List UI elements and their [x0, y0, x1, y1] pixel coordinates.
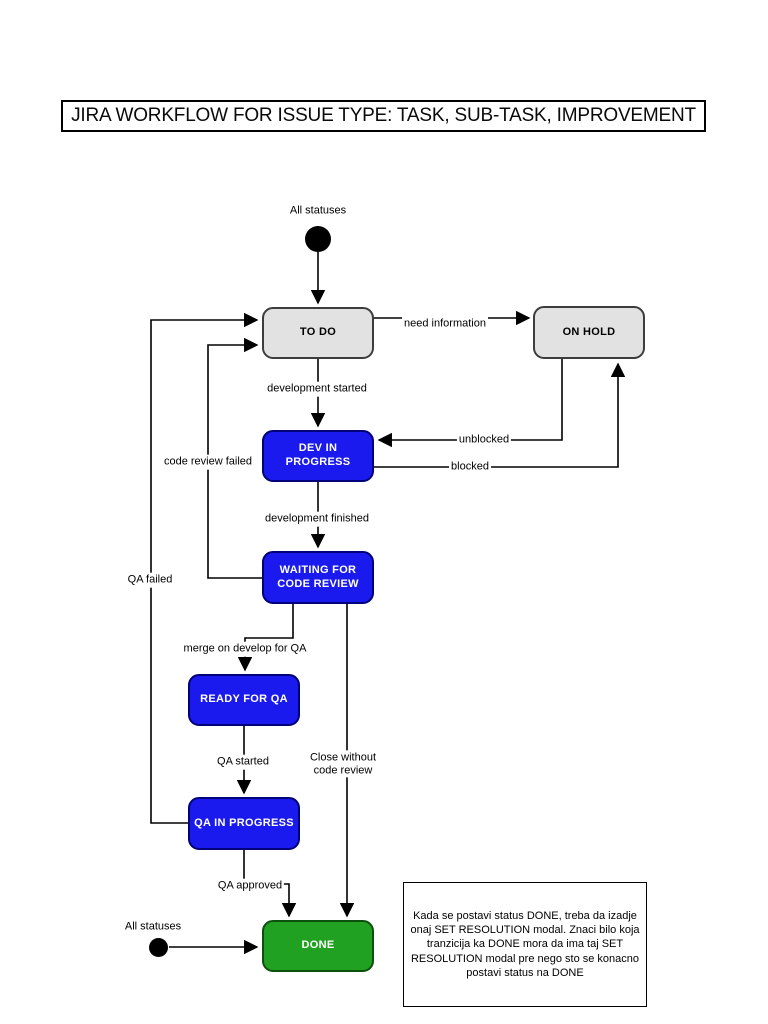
node-dev-in-progress-label: DEV IN PROGRESS [285, 442, 351, 468]
label-qa-approved: QA approved [215, 878, 285, 894]
node-to-do: TO DO [262, 307, 374, 359]
node-dev-in-progress: DEV IN PROGRESS [262, 430, 374, 482]
label-all-statuses-top: All statuses [287, 203, 349, 219]
resolution-note-text: Kada se postavi status DONE, treba da iz… [410, 909, 640, 979]
edge-unblocked [377, 359, 563, 448]
node-waiting-for-code-review: WAITING FOR CODE REVIEW [262, 551, 374, 604]
start-node-bottom [149, 938, 168, 957]
label-development-finished: development finished [263, 511, 371, 527]
diagram-title-box: JIRA WORKFLOW FOR ISSUE TYPE: TASK, SUB-… [61, 100, 706, 132]
label-all-statuses-bottom: All statuses [122, 919, 184, 935]
label-qa-failed: QA failed [125, 572, 175, 588]
label-unblocked: unblocked [456, 432, 512, 448]
node-waiting-for-code-review-label: WAITING FOR CODE REVIEW [277, 563, 359, 590]
start-node-top [305, 226, 331, 252]
label-development-started: development started [265, 381, 369, 397]
resolution-note-box: Kada se postavi status DONE, treba da iz… [403, 882, 647, 1007]
node-ready-for-qa: READY FOR QA [188, 674, 300, 726]
node-ready-for-qa-label: READY FOR QA [200, 693, 288, 706]
node-done-label: DONE [301, 939, 335, 952]
node-qa-in-progress-label: QA IN PROGRESS [194, 816, 294, 829]
node-on-hold-label: ON HOLD [562, 325, 616, 338]
label-need-information: need information [402, 316, 488, 332]
label-blocked: blocked [449, 459, 491, 475]
node-on-hold: ON HOLD [533, 306, 645, 359]
label-merge-on-develop-for-qa: merge on develop for QA [181, 641, 309, 657]
edge-qa-failed [150, 312, 259, 824]
label-close-without-code-review: Close without code review [307, 750, 379, 778]
node-done: DONE [262, 920, 374, 972]
diagram-title: JIRA WORKFLOW FOR ISSUE TYPE: TASK, SUB-… [71, 105, 696, 126]
label-qa-started: QA started [215, 754, 271, 770]
edge-blocked [374, 362, 626, 468]
node-to-do-label: TO DO [299, 326, 337, 339]
node-qa-in-progress: QA IN PROGRESS [188, 797, 300, 850]
label-code-review-failed: code review failed [161, 454, 255, 470]
edge-merge-on-develop-for-qa [237, 604, 294, 672]
